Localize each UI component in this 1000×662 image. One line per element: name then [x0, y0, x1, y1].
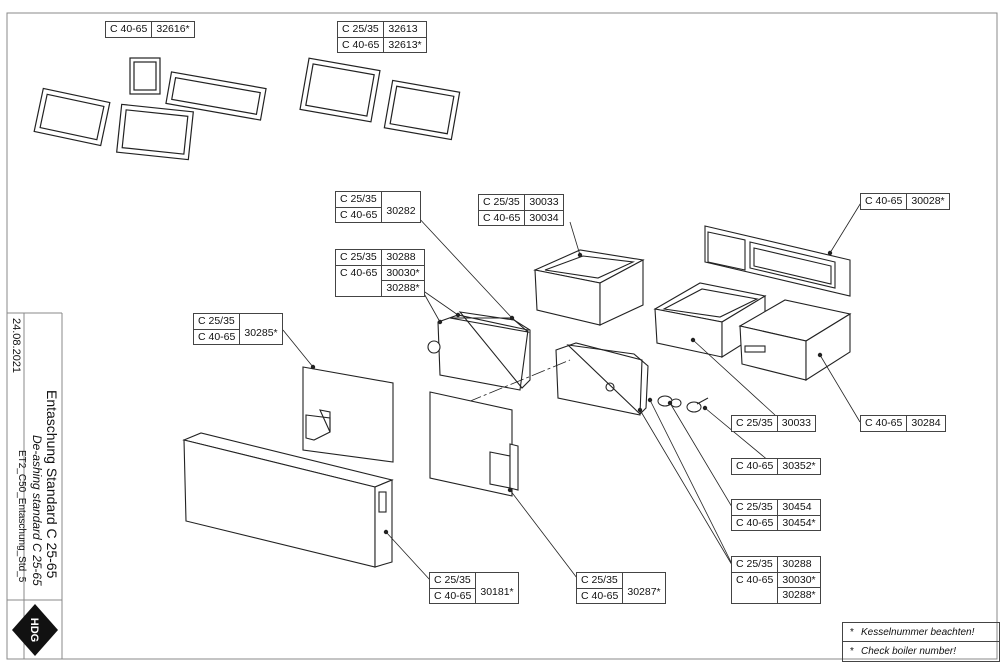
door-30287 — [429, 391, 519, 497]
legend-box: * Kesselnummer beachten! * Check boiler … — [842, 622, 1000, 662]
door-frame-right — [555, 342, 649, 416]
hdg-logo: HDG — [12, 604, 58, 656]
svg-text:HDG: HDG — [28, 618, 40, 642]
legend-row: * Kesselnummer beachten! — [843, 623, 999, 642]
drawing-frame — [6, 12, 998, 660]
drawing-title-de: Entaschung Standard C 25-65 — [44, 390, 60, 579]
legend-row: * Check boiler number! — [850, 645, 957, 657]
knob-and-handle — [657, 395, 709, 413]
assembly-axis — [467, 359, 571, 403]
drawing-title-en: De-ashing standard C 25-65 — [30, 435, 44, 586]
cover-panel-30181 — [182, 432, 394, 568]
drawing-date: 24.08.2021 — [10, 318, 22, 374]
gasket-parts — [33, 57, 461, 161]
door-frame-30282 — [427, 311, 531, 391]
drawing-file-name: ET2_C50_Entaschung_Std_5 — [16, 450, 27, 583]
ash-box-30284 — [738, 299, 852, 382]
legend-text-de: Kesselnummer beachten! — [861, 626, 975, 638]
ash-box-30034 — [533, 249, 645, 326]
leader-lines — [282, 200, 863, 581]
door-30285 — [302, 366, 394, 463]
baffle-plate-30028 — [704, 225, 851, 297]
legend-text-en: Check boiler number! — [861, 645, 957, 657]
